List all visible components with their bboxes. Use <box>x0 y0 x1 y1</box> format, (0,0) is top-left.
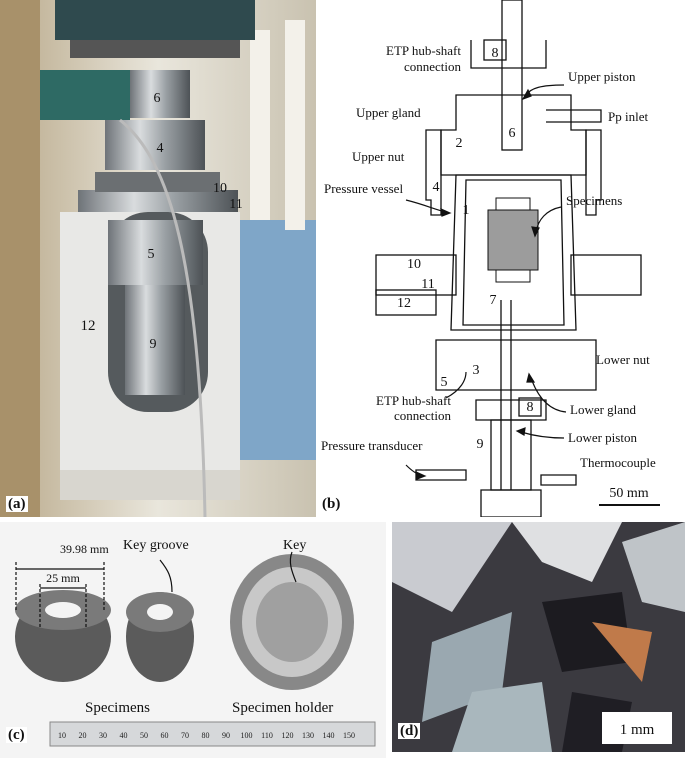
label-lower-piston: Lower piston <box>568 430 637 445</box>
ruler-tick-label: 90 <box>222 731 230 740</box>
ruler-tick-label: 50 <box>140 731 148 740</box>
label-key: Key <box>283 538 306 553</box>
b-number: 12 <box>397 296 411 311</box>
label-pressure-vessel: Pressure vessel <box>324 181 403 196</box>
a-number: 11 <box>229 197 242 212</box>
scale-bar-label-b: 50 mm <box>609 486 648 501</box>
label-etp-lower-2: connection <box>394 408 452 423</box>
ruler-tick-label: 20 <box>79 731 87 740</box>
b-number: 8 <box>492 46 499 61</box>
label-upper-nut: Upper nut <box>352 149 405 164</box>
a-number: 5 <box>148 247 155 262</box>
ruler-tick-label: 110 <box>261 731 273 740</box>
dim-outer: 39.98 mm <box>60 542 109 556</box>
b-number: 11 <box>421 277 434 292</box>
label-lower-nut: Lower nut <box>596 352 650 367</box>
ruler-tick-label: 150 <box>343 731 355 740</box>
b-number: 6 <box>509 126 516 141</box>
label-etp-lower-1: ETP hub-shaft <box>376 393 451 408</box>
ruler-tick-label: 40 <box>120 731 128 740</box>
label-pp-inlet: Pp inlet <box>608 109 648 124</box>
panel-a-label: (a) <box>6 496 28 512</box>
panel-b-label: (b) <box>320 496 343 512</box>
label-upper-gland: Upper gland <box>356 105 421 120</box>
panel-b-schematic: ETP hub-shaft connection Upper piston Up… <box>316 0 685 517</box>
b-number: 3 <box>473 363 480 378</box>
b-number: 8 <box>527 400 534 415</box>
a-number: 10 <box>213 181 227 196</box>
label-upper-piston: Upper piston <box>568 69 636 84</box>
label-thermocouple: Thermocouple <box>580 455 656 470</box>
micrograph-image: 1 mm <box>392 522 685 752</box>
panel-a-photo: 6 4 10 11 5 12 9 (a) <box>0 0 316 517</box>
b-number: 9 <box>477 437 484 452</box>
scale-bar-label-d: 1 mm <box>620 722 655 738</box>
label-pressure-transducer: Pressure transducer <box>321 438 423 453</box>
panel-d-micrograph: 1 mm (d) <box>392 522 685 752</box>
label-etp-upper-1: ETP hub-shaft <box>386 43 461 58</box>
a-number: 12 <box>81 318 96 334</box>
b-number: 4 <box>433 180 440 195</box>
ruler-tick-label: 70 <box>181 731 189 740</box>
a-number: 4 <box>157 141 164 156</box>
ruler-tick-label: 10 <box>58 731 66 740</box>
panel-d-label: (d) <box>398 723 421 739</box>
b-number: 1 <box>463 203 470 218</box>
ruler-ticks: 10 20 30 40 50 60 70 80 90 100 110 120 130 140 150 <box>58 731 355 740</box>
ruler-tick-label: 120 <box>282 731 294 740</box>
ruler-tick-label: 100 <box>241 731 253 740</box>
b-number: 10 <box>407 257 421 272</box>
panel-c-photo: 39.98 mm 25 mm Key groove Key Specimens … <box>0 522 386 758</box>
label-key-groove: Key groove <box>123 538 189 553</box>
panel-c-label: (c) <box>6 727 27 743</box>
label-specimens-c: Specimens <box>85 700 150 716</box>
b-number: 7 <box>490 293 497 308</box>
ruler-tick-label: 80 <box>202 731 210 740</box>
label-specimens: Specimens <box>566 193 622 208</box>
label-etp-upper-2: connection <box>404 59 462 74</box>
label-lower-gland: Lower gland <box>570 402 637 417</box>
schematic-drawing: ETP hub-shaft connection Upper piston Up… <box>321 0 660 517</box>
apparatus-photo: 6 4 10 11 5 12 9 <box>0 0 316 517</box>
ruler-tick-label: 140 <box>323 731 335 740</box>
label-specimen-holder: Specimen holder <box>232 700 333 716</box>
specimens-photo: 39.98 mm 25 mm Key groove Key Specimens … <box>15 538 376 747</box>
ruler-tick-label: 130 <box>302 731 314 740</box>
ruler-tick-label: 30 <box>99 731 107 740</box>
ruler-tick-label: 60 <box>161 731 169 740</box>
a-number: 6 <box>154 91 161 106</box>
b-number: 2 <box>456 136 463 151</box>
b-number: 5 <box>441 375 448 390</box>
dim-inner: 25 mm <box>46 571 80 585</box>
a-number: 9 <box>150 337 157 352</box>
